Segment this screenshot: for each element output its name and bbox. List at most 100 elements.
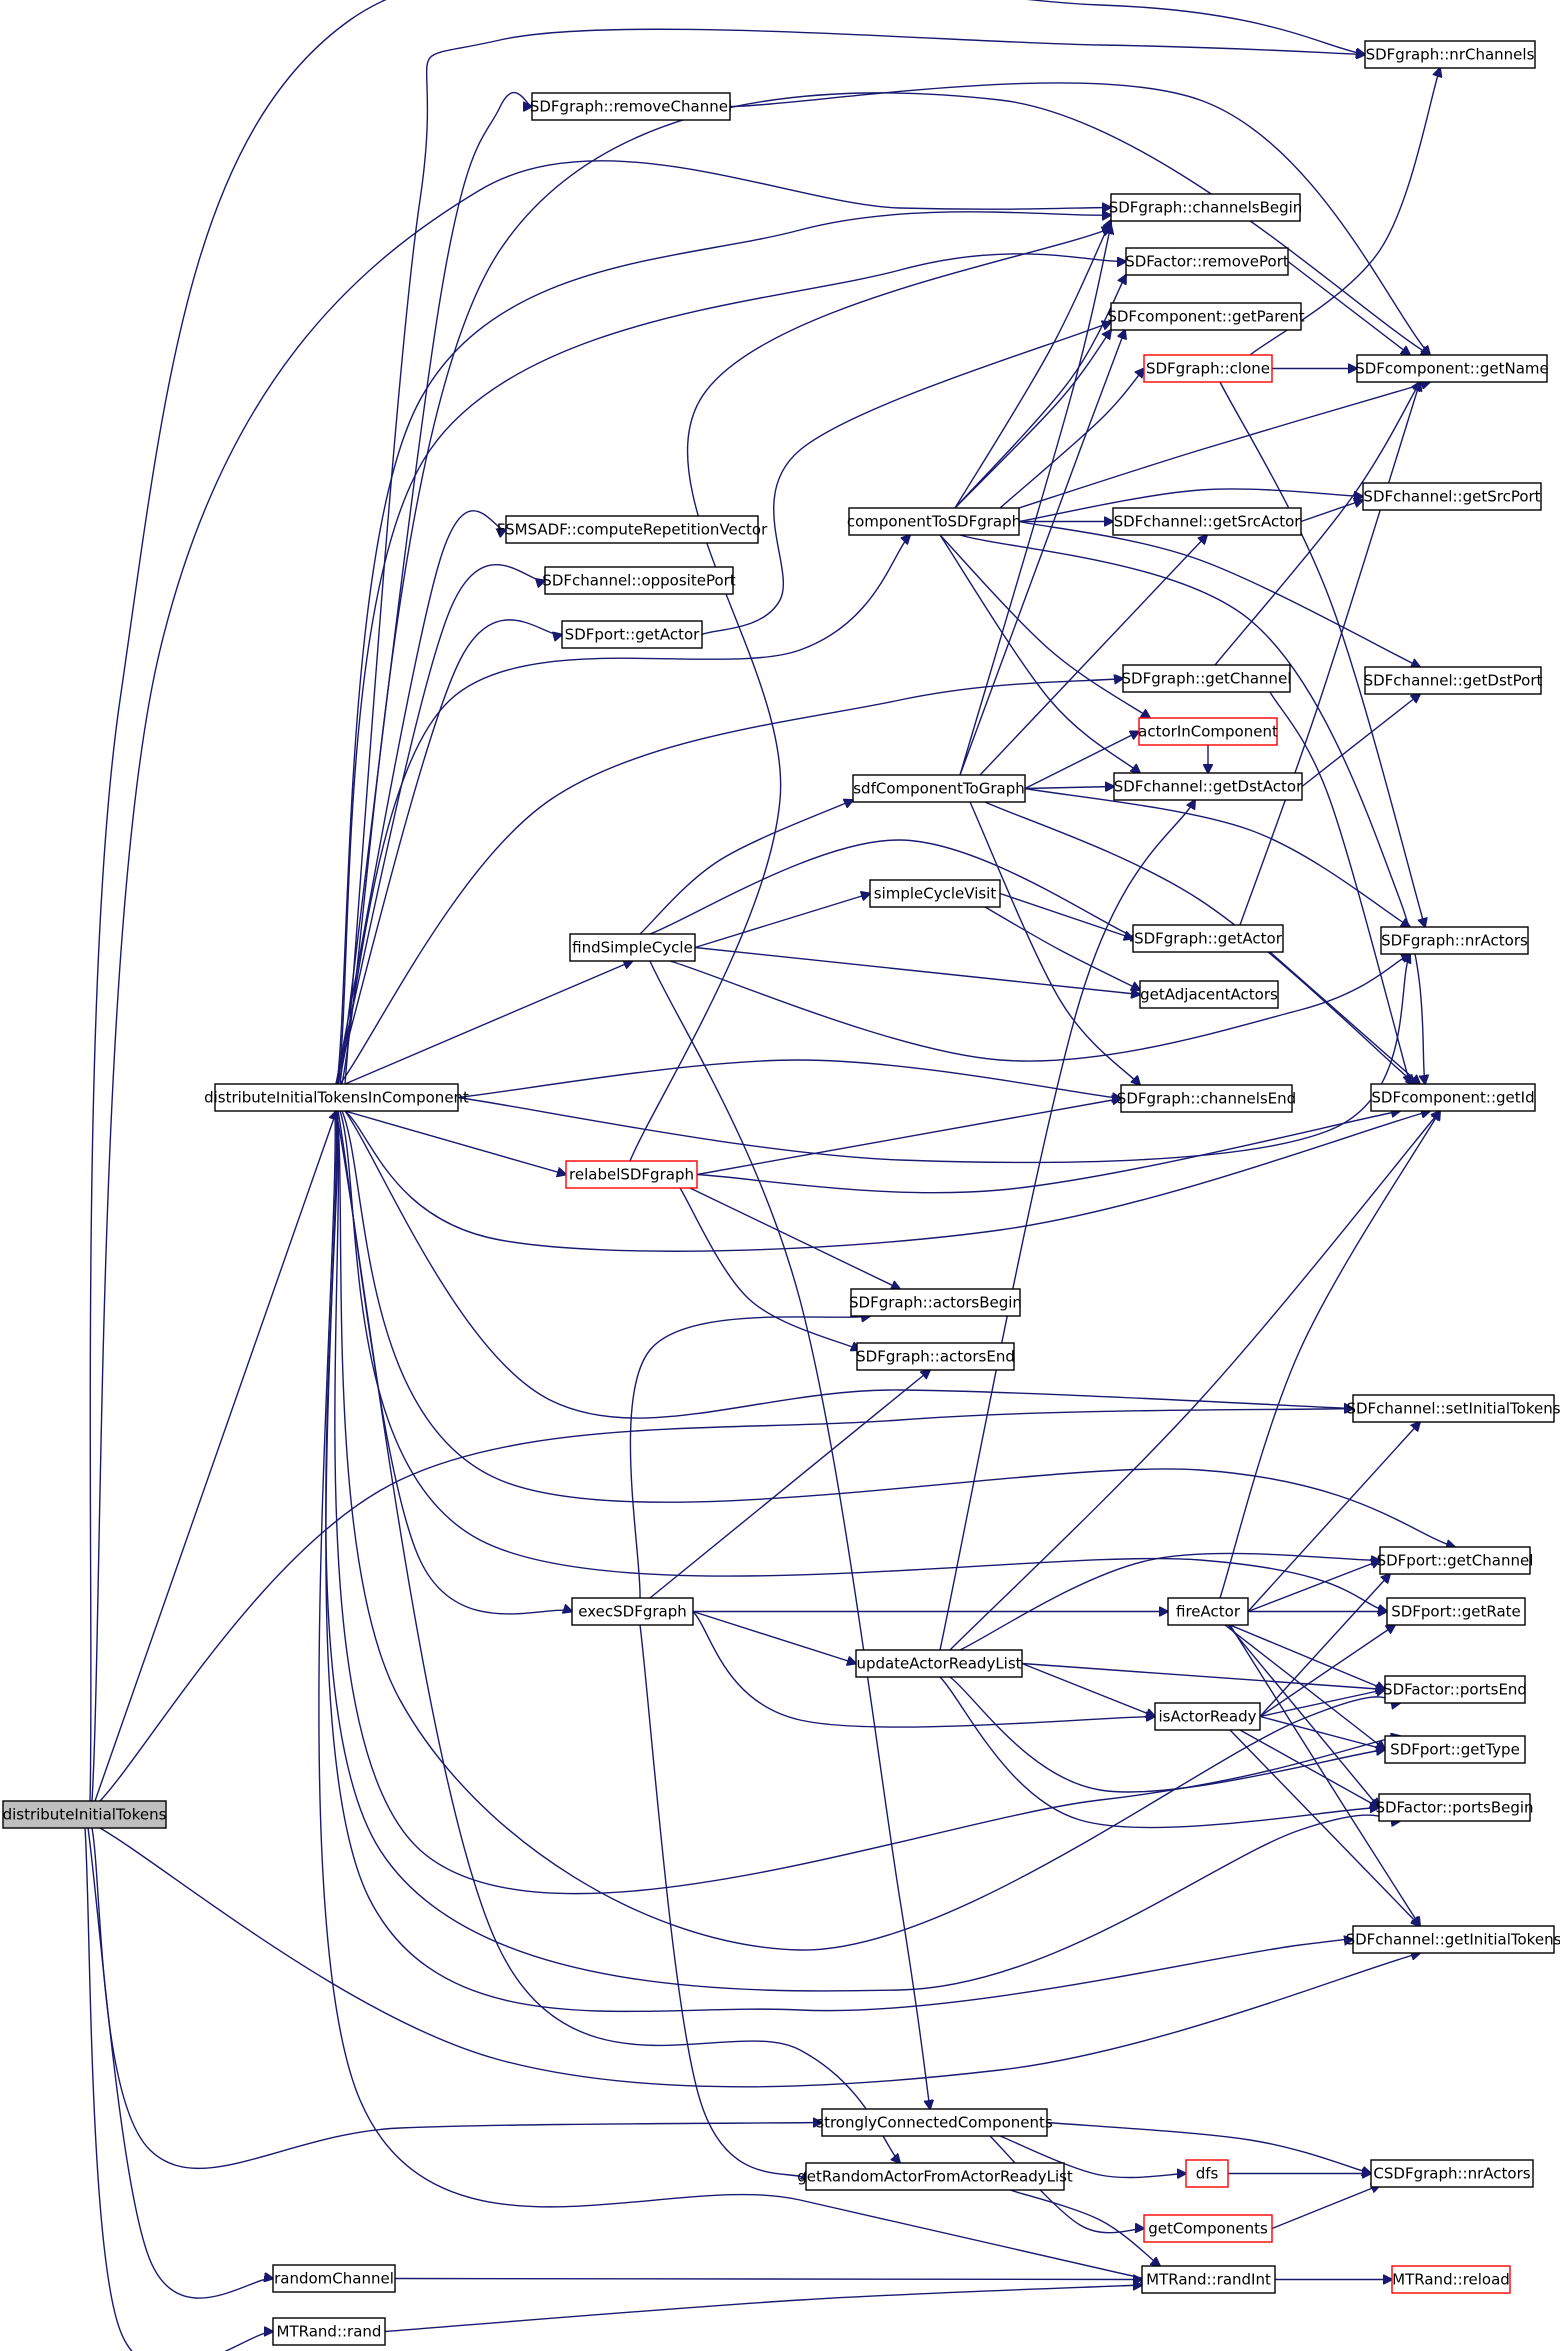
node-SDFcomponent_getId[interactable]: SDFcomponent::getId bbox=[1370, 1083, 1536, 1112]
node-box bbox=[852, 774, 1026, 803]
node-label: SDFchannel::getDstActor bbox=[1114, 778, 1303, 796]
edge-distributeInitialTokensInComponent-to-SDFgraph_nrActors bbox=[457, 954, 1410, 1164]
node-getAdjacentActors[interactable]: getAdjacentActors bbox=[1139, 980, 1279, 1009]
node-SDFgraph_channelsEnd[interactable]: SDFgraph::channelsEnd bbox=[1117, 1084, 1296, 1113]
node-SDFgraph_actorsBegin[interactable]: SDFgraph::actorsBegin bbox=[849, 1288, 1022, 1317]
node-SDFchannel_oppositePort[interactable]: SDFchannel::oppositePort bbox=[542, 566, 736, 595]
edge-distributeInitialTokensInComponent-to-SDFgraph_removeChannel bbox=[339, 91, 532, 1085]
node-SDFactor_portsBegin[interactable]: SDFactor::portsBegin bbox=[1375, 1793, 1534, 1822]
node-getRandomActorFromActorReadyList[interactable]: getRandomActorFromActorReadyList bbox=[797, 2162, 1073, 2191]
node-SDFport_getActor[interactable]: SDFport::getActor bbox=[561, 620, 703, 649]
node-box bbox=[1139, 980, 1279, 1009]
node-label: SDFport::getActor bbox=[565, 626, 700, 644]
edge-componentToSDFgraph-to-SDFchannel_getDstActor bbox=[939, 534, 1140, 773]
node-distributeInitialTokens[interactable]: distributeInitialTokens bbox=[2, 1800, 167, 1829]
node-label: componentToSDFgraph bbox=[847, 513, 1021, 531]
node-SDFgraph_actorsEnd[interactable]: SDFgraph::actorsEnd bbox=[856, 1342, 1015, 1371]
node-componentToSDFgraph[interactable]: componentToSDFgraph bbox=[847, 507, 1021, 536]
node-SDFchannel_getSrcPort[interactable]: SDFchannel::getSrcPort bbox=[1362, 482, 1542, 511]
node-actorInComponent[interactable]: actorInComponent bbox=[1138, 717, 1278, 746]
node-box bbox=[1364, 666, 1542, 695]
node-SDFgraph_clone[interactable]: SDFgraph::clone bbox=[1143, 354, 1273, 383]
node-SDFchannel_getDstPort[interactable]: SDFchannel::getDstPort bbox=[1364, 666, 1543, 695]
edge-distributeInitialTokens-to-distributeInitialTokensInComponent bbox=[94, 1111, 337, 1802]
node-label: getAdjacentActors bbox=[1140, 986, 1278, 1004]
node-box bbox=[805, 2162, 1065, 2191]
node-MTRand_randInt[interactable]: MTRand::randInt bbox=[1141, 2265, 1276, 2294]
node-box bbox=[1122, 664, 1291, 693]
node-stronglyConnectedComponents[interactable]: stronglyConnectedComponents bbox=[816, 2108, 1053, 2137]
edge-sdfComponentToGraph-to-SDFchannel_getSrcActor bbox=[979, 535, 1207, 776]
node-box bbox=[565, 1160, 698, 1189]
node-SDFgraph_getChannel[interactable]: SDFgraph::getChannel bbox=[1122, 664, 1292, 693]
edge-fireActor-to-SDFchannel_setInitialTokens bbox=[1247, 1422, 1420, 1612]
node-SDFgraph_nrActors[interactable]: SDFgraph::nrActors bbox=[1380, 926, 1529, 955]
node-label: findSimpleCycle bbox=[572, 939, 693, 957]
node-box bbox=[850, 1288, 1021, 1317]
node-FSMSADF_computeRepetitionVector[interactable]: FSMSADF::computeRepetitionVector bbox=[497, 515, 768, 544]
node-MTRand_reload[interactable]: MTRand::reload bbox=[1391, 2265, 1511, 2294]
edge-sdfComponentToGraph-to-SDFgraph_channelsEnd bbox=[969, 801, 1140, 1085]
edge-componentToSDFgraph-to-SDFgraph_clone bbox=[999, 369, 1144, 509]
node-box bbox=[544, 566, 734, 595]
node-label: SDFchannel::oppositePort bbox=[542, 572, 736, 590]
node-getComponents[interactable]: getComponents bbox=[1143, 2214, 1273, 2243]
node-SDFport_getChannel[interactable]: SDFport::getChannel bbox=[1377, 1546, 1534, 1575]
node-sdfComponentToGraph[interactable]: sdfComponentToGraph bbox=[852, 774, 1026, 803]
node-dfs[interactable]: dfs bbox=[1185, 2159, 1229, 2188]
edge-getRandomActorFromActorReadyList-to-MTRand_randInt bbox=[1009, 2189, 1160, 2266]
node-MTRand_rand[interactable]: MTRand::rand bbox=[272, 2317, 386, 2346]
edge-distributeInitialTokensInComponent-to-SDFport_getRate bbox=[339, 1110, 1387, 1612]
node-simpleCycleVisit[interactable]: simpleCycleVisit bbox=[869, 879, 1001, 908]
node-isActorReady[interactable]: isActorReady bbox=[1154, 1702, 1261, 1731]
node-SDFchannel_setInitialTokens[interactable]: SDFchannel::setInitialTokens bbox=[1346, 1394, 1560, 1423]
node-SDFchannel_getInitialTokens[interactable]: SDFchannel::getInitialTokens bbox=[1346, 1925, 1560, 1954]
node-label: SDFgraph::clone bbox=[1146, 360, 1270, 378]
node-box bbox=[1110, 193, 1301, 222]
node-label: SDFcomponent::getId bbox=[1371, 1089, 1534, 1107]
node-SDFgraph_getActor[interactable]: SDFgraph::getActor bbox=[1132, 924, 1284, 953]
node-label: SDFport::getRate bbox=[1391, 1603, 1521, 1621]
edge-SDFgraph_clone-to-SDFgraph_nrChannels bbox=[1249, 68, 1440, 356]
edge-SDFactor_removePort-to-SDFcomponent_getName bbox=[1287, 260, 1410, 356]
node-SDFchannel_getDstActor[interactable]: SDFchannel::getDstActor bbox=[1113, 772, 1303, 801]
node-label: actorInComponent bbox=[1138, 723, 1278, 741]
node-box bbox=[1384, 1735, 1526, 1764]
edge-distributeInitialTokensInComponent-to-SDFgraph_nrChannels bbox=[344, 28, 1365, 1085]
edge-simpleCycleVisit-to-SDFgraph_getActor bbox=[999, 892, 1133, 939]
node-updateActorReadyList[interactable]: updateActorReadyList bbox=[855, 1649, 1023, 1678]
function-nodes: distributeInitialTokens distributeInitial… bbox=[2, 40, 1560, 2346]
node-box bbox=[1386, 1597, 1526, 1626]
node-distributeInitialTokensInComponent[interactable]: distributeInitialTokensInComponent bbox=[204, 1083, 469, 1112]
node-box bbox=[214, 1083, 459, 1112]
node-execSDFgraph[interactable]: execSDFgraph bbox=[571, 1597, 694, 1626]
edge-distributeInitialTokensInComponent-to-MTRand_randInt bbox=[318, 1110, 1150, 2280]
node-label: relabelSDFgraph bbox=[569, 1166, 694, 1184]
node-relabelSDFgraph[interactable]: relabelSDFgraph bbox=[565, 1160, 698, 1189]
node-CSDFgraph_nrActors[interactable]: CSDFgraph::nrActors bbox=[1370, 2159, 1534, 2188]
edge-simpleCycleVisit-to-getAdjacentActors bbox=[984, 906, 1140, 990]
node-SDFgraph_removeChannel[interactable]: SDFgraph::removeChannel bbox=[530, 92, 732, 121]
node-SDFport_getType[interactable]: SDFport::getType bbox=[1384, 1735, 1526, 1764]
node-label: simpleCycleVisit bbox=[874, 885, 997, 903]
node-SDFcomponent_getName[interactable]: SDFcomponent::getName bbox=[1355, 354, 1549, 383]
node-SDFcomponent_getParent[interactable]: SDFcomponent::getParent bbox=[1107, 302, 1305, 331]
edge-sdfComponentToGraph-to-SDFchannel_getDstActor bbox=[1024, 787, 1114, 789]
node-SDFactor_removePort[interactable]: SDFactor::removePort bbox=[1125, 247, 1289, 276]
node-fireActor[interactable]: fireActor bbox=[1167, 1597, 1249, 1626]
node-SDFgraph_channelsBegin[interactable]: SDFgraph::channelsBegin bbox=[1109, 193, 1303, 222]
node-SDFgraph_nrChannels[interactable]: SDFgraph::nrChannels bbox=[1364, 40, 1536, 69]
edge-updateActorReadyList-to-SDFport_getChannel bbox=[959, 1552, 1380, 1651]
node-SDFchannel_getSrcActor[interactable]: SDFchannel::getSrcActor bbox=[1112, 507, 1302, 536]
node-findSimpleCycle[interactable]: findSimpleCycle bbox=[569, 933, 696, 962]
node-SDFactor_portsEnd[interactable]: SDFactor::portsEnd bbox=[1383, 1675, 1527, 1704]
node-randomChannel[interactable]: randomChannel bbox=[272, 2264, 396, 2293]
edge-distributeInitialTokensInComponent-to-SDFport_getType bbox=[334, 1110, 1400, 1895]
node-label: execSDFgraph bbox=[578, 1603, 686, 1621]
node-box bbox=[869, 879, 1001, 908]
edge-distributeInitialTokensInComponent-to-SDFchannel_getInitialTokens bbox=[325, 1110, 1359, 2013]
edge-fireActor-to-SDFport_getChannel bbox=[1247, 1561, 1380, 1613]
edge-SDFgraph_getChannel-to-SDFcomponent_getName bbox=[1214, 382, 1420, 666]
node-SDFport_getRate[interactable]: SDFport::getRate bbox=[1386, 1597, 1526, 1626]
node-label: SDFgraph::removeChannel bbox=[530, 98, 732, 116]
